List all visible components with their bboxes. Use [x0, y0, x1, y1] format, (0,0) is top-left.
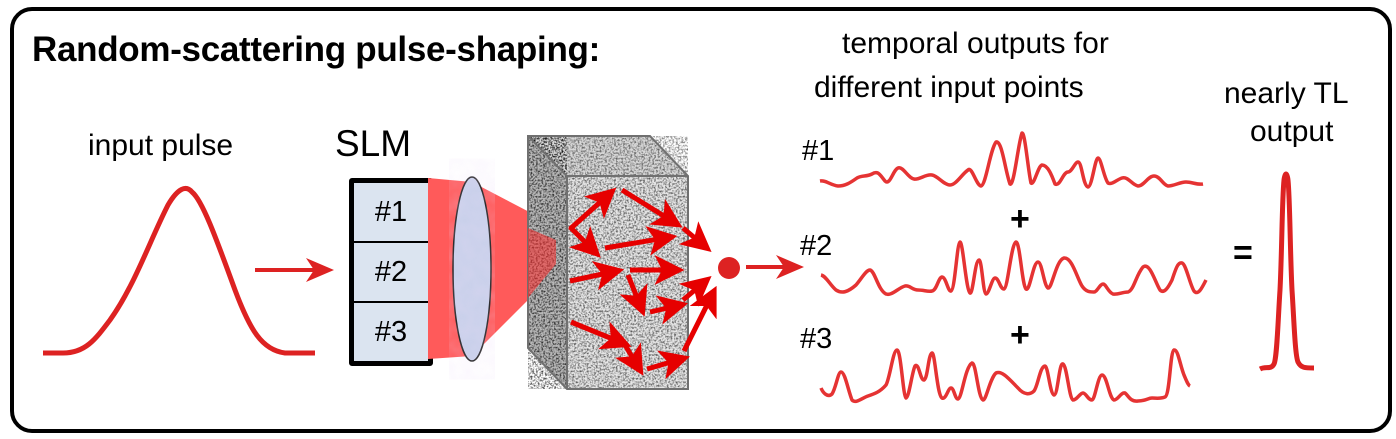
slm-segment-3: #3 [374, 315, 408, 348]
beam-spot [528, 228, 556, 298]
diagram-title: Random-scattering pulse-shaping: [32, 30, 600, 69]
focal-spot [718, 257, 740, 279]
input-pulse-label: input pulse [88, 129, 234, 162]
trace-3-waveform [819, 348, 1191, 404]
trace-1-waveform [819, 131, 1204, 189]
plus-sign-1: + [1010, 200, 1030, 238]
outputs-header-line1: temporal outputs for [842, 27, 1109, 60]
trace-2-label: #2 [800, 230, 833, 262]
input-pulse-curve [43, 186, 315, 356]
trace-3-label: #3 [800, 323, 833, 355]
plus-sign-2: + [1010, 316, 1030, 354]
trace-1-label: #1 [802, 135, 835, 167]
tl-output-pulse [1258, 171, 1315, 372]
trace-2-waveform [820, 240, 1208, 297]
focusing-paths [678, 221, 717, 353]
outputs-header-line2: different input points [814, 71, 1084, 104]
result-label-line1: nearly TL [1224, 77, 1349, 110]
slm-label: SLM [335, 123, 412, 164]
result-label-line2: output [1250, 115, 1334, 148]
slm-segment-2: #2 [354, 243, 428, 303]
slm-segment-1: #1 [354, 183, 428, 243]
scattering-paths [568, 187, 691, 380]
equals-sign: = [1233, 234, 1253, 272]
diagram-frame [10, 7, 1392, 433]
